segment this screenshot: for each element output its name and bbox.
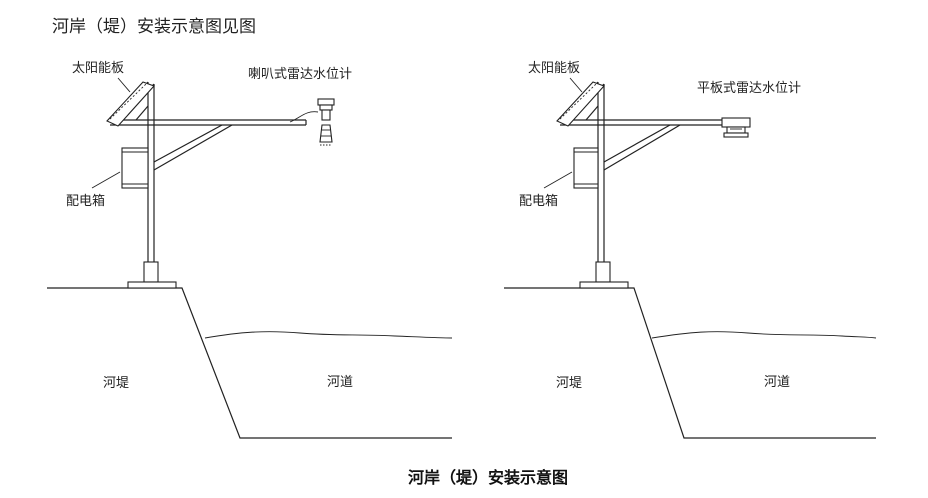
label-bank-left: 河堤 <box>103 376 129 391</box>
label-horn-radar: 喇叭式雷达水位计 <box>248 67 352 82</box>
label-solar-panel-right: 太阳能板 <box>528 61 580 76</box>
leader-box-right <box>543 171 573 189</box>
solar-panel-left <box>106 81 155 127</box>
leader-solar-left <box>117 77 131 93</box>
brace-right <box>603 124 671 163</box>
page-title: 河岸（堤）安装示意图见图 <box>52 17 256 37</box>
label-flat-radar: 平板式雷达水位计 <box>697 81 801 96</box>
brace-left <box>153 124 223 163</box>
distribution-box-left <box>121 147 149 189</box>
leader-solar-right <box>569 77 583 93</box>
base-plate-left <box>127 281 177 289</box>
solar-panel-right <box>556 81 605 127</box>
distribution-box-right <box>573 147 599 189</box>
figure-caption: 河岸（堤）安装示意图 <box>408 468 568 487</box>
pole-base-right <box>595 261 611 283</box>
leader-box-left <box>91 171 121 189</box>
left-diagram: 太阳能板 喇叭式雷达水位计 配电箱 河堤 河道 <box>47 61 453 439</box>
label-channel-left: 河道 <box>327 375 353 390</box>
label-channel-right: 河道 <box>764 375 790 390</box>
pole-base-left <box>143 261 159 283</box>
water-surface-left <box>204 331 453 339</box>
label-distribution-box-left: 配电箱 <box>66 193 105 209</box>
label-bank-right: 河堤 <box>556 376 582 391</box>
base-plate-right <box>579 281 629 289</box>
label-distribution-box-right: 配电箱 <box>519 193 558 209</box>
flat-radar-sensor-right <box>721 117 751 138</box>
bank-outline-left <box>47 287 452 439</box>
bank-outline-right <box>504 287 876 439</box>
label-solar-panel-left: 太阳能板 <box>72 61 124 76</box>
right-diagram: 太阳能板 平板式雷达水位计 配电箱 河堤 河道 <box>504 61 877 439</box>
water-surface-right <box>651 331 877 339</box>
horn-radar-sensor-left <box>289 98 335 146</box>
